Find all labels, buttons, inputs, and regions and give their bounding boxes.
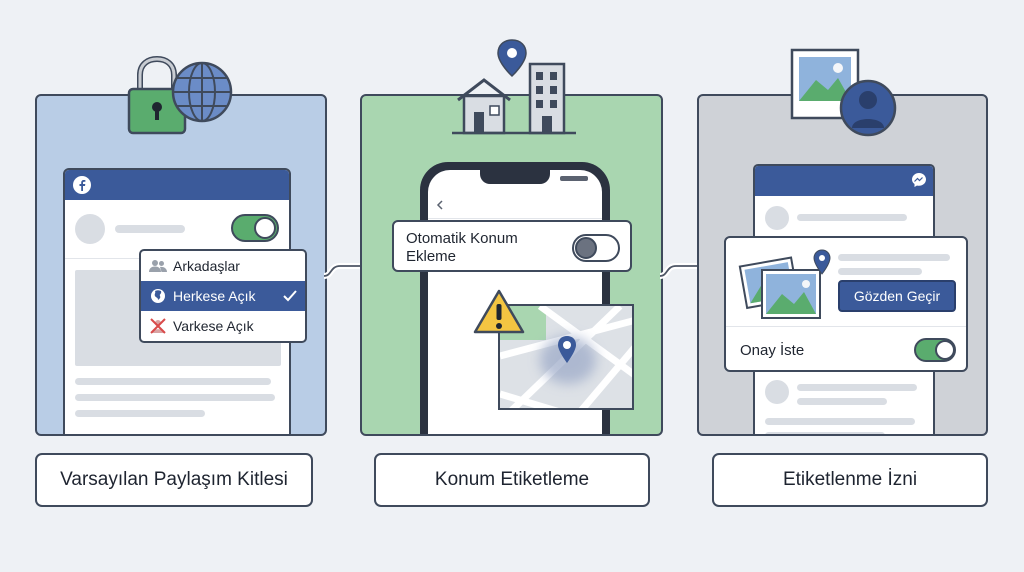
caption-default-audience: Varsayılan Paylaşım Kitlesi <box>35 453 313 507</box>
friends-icon <box>149 260 167 272</box>
dropdown-item-label: Arkadaşlar <box>173 258 240 274</box>
avatar <box>75 214 105 244</box>
text-line <box>797 384 917 391</box>
audience-toggle[interactable] <box>231 214 279 242</box>
dropdown-item-label: Herkese Açık <box>173 288 256 304</box>
location-map <box>498 304 634 410</box>
audience-dropdown: Arkadaşlar Herkese Açık Varkese Açık <box>139 249 307 343</box>
dropdown-item-label: Varkese Açık <box>173 318 254 334</box>
phone-notch <box>480 170 550 184</box>
messenger-header <box>755 166 933 196</box>
divider <box>726 326 966 327</box>
blocked-icon <box>150 318 166 334</box>
toggle-knob <box>935 340 955 360</box>
auto-location-setting-card: Otomatik Konum Ekleme <box>392 220 632 272</box>
text-line <box>838 254 950 261</box>
toggle-knob <box>254 217 276 239</box>
caption-text: Konum Etiketleme <box>434 469 590 490</box>
toggle-knob <box>575 237 597 259</box>
padlock-icon <box>127 55 187 135</box>
house-building-pin-icon <box>452 39 576 135</box>
text-line <box>797 398 887 405</box>
checkmark-icon <box>283 290 297 302</box>
location-pin-icon <box>558 336 576 363</box>
tag-review-card: Gözden Geçir Onay İste <box>724 236 968 372</box>
photo-profile-icon <box>790 48 897 137</box>
dropdown-item-friends[interactable]: Arkadaşlar <box>141 251 305 281</box>
caption-text: Etiketlenme İzni <box>782 469 918 490</box>
divider <box>428 218 602 219</box>
text-line <box>75 378 271 385</box>
back-chevron-icon[interactable] <box>436 200 444 210</box>
photos-icon <box>738 249 831 319</box>
status-bar-icons <box>560 176 588 181</box>
dropdown-item-blocked[interactable]: Varkese Açık <box>141 311 305 341</box>
facebook-header <box>65 170 289 200</box>
globe-icon <box>151 289 165 303</box>
text-line <box>838 268 922 275</box>
name-placeholder <box>797 214 907 221</box>
name-placeholder <box>115 225 185 233</box>
warning-icon <box>473 289 525 334</box>
text-line <box>765 418 915 425</box>
auto-location-toggle[interactable] <box>572 234 620 262</box>
default-audience-panel: Arkadaşlar Herkese Açık Varkese Açık <box>35 94 327 436</box>
setting-label: Otomatik Konum Ekleme <box>406 230 518 265</box>
text-line <box>75 394 275 401</box>
avatar <box>765 206 789 230</box>
messenger-icon <box>912 173 926 187</box>
avatar <box>765 380 789 404</box>
caption-location-tagging: Konum Etiketleme <box>374 453 650 507</box>
dropdown-item-public[interactable]: Herkese Açık <box>141 281 305 311</box>
text-line <box>765 432 885 434</box>
text-line <box>75 410 205 417</box>
caption-tagging-permission: Etiketlenme İzni <box>712 453 988 507</box>
review-button[interactable]: Gözden Geçir <box>838 280 956 312</box>
approval-toggle[interactable] <box>914 338 956 362</box>
globe-icon <box>171 61 233 123</box>
approval-label: Onay İste <box>740 342 805 359</box>
caption-text: Varsayılan Paylaşım Kitlesi <box>60 469 288 490</box>
facebook-logo-icon <box>73 176 91 194</box>
